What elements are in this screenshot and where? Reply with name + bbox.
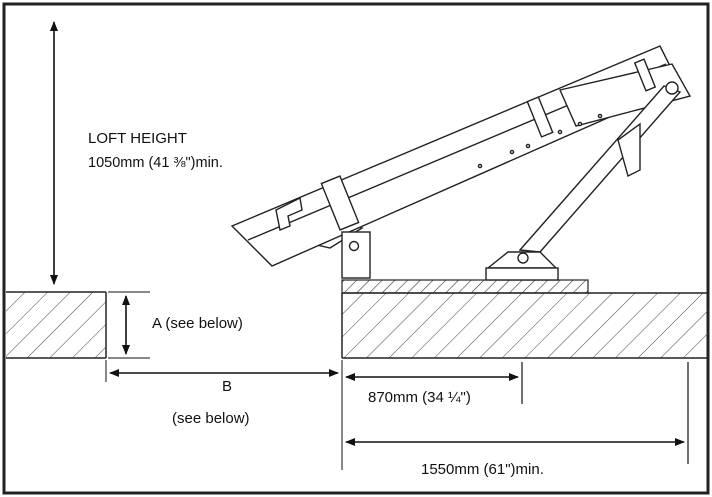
dimension-a-label: A (see below) — [152, 315, 243, 332]
dimension-1550-label: 1550mm (61")min. — [421, 461, 544, 478]
right-ceiling-slab — [341, 292, 708, 359]
loft-height-title: LOFT HEIGHT — [88, 130, 187, 147]
hatch-frame-board — [341, 279, 589, 294]
folded-ladder — [230, 45, 692, 281]
dimension-b — [105, 360, 343, 470]
dimension-1550 — [345, 362, 689, 464]
left-ceiling-slab — [6, 291, 107, 359]
dimension-b-label: B — [222, 378, 233, 395]
dimension-b-sub-label: (see below) — [172, 410, 250, 427]
dimension-870 — [345, 362, 523, 404]
loft-height-value: 1050mm (41 ⅜")min. — [88, 155, 223, 171]
dimension-870-label: 870mm (34 ¼") — [368, 389, 471, 406]
dimension-a — [108, 291, 150, 359]
